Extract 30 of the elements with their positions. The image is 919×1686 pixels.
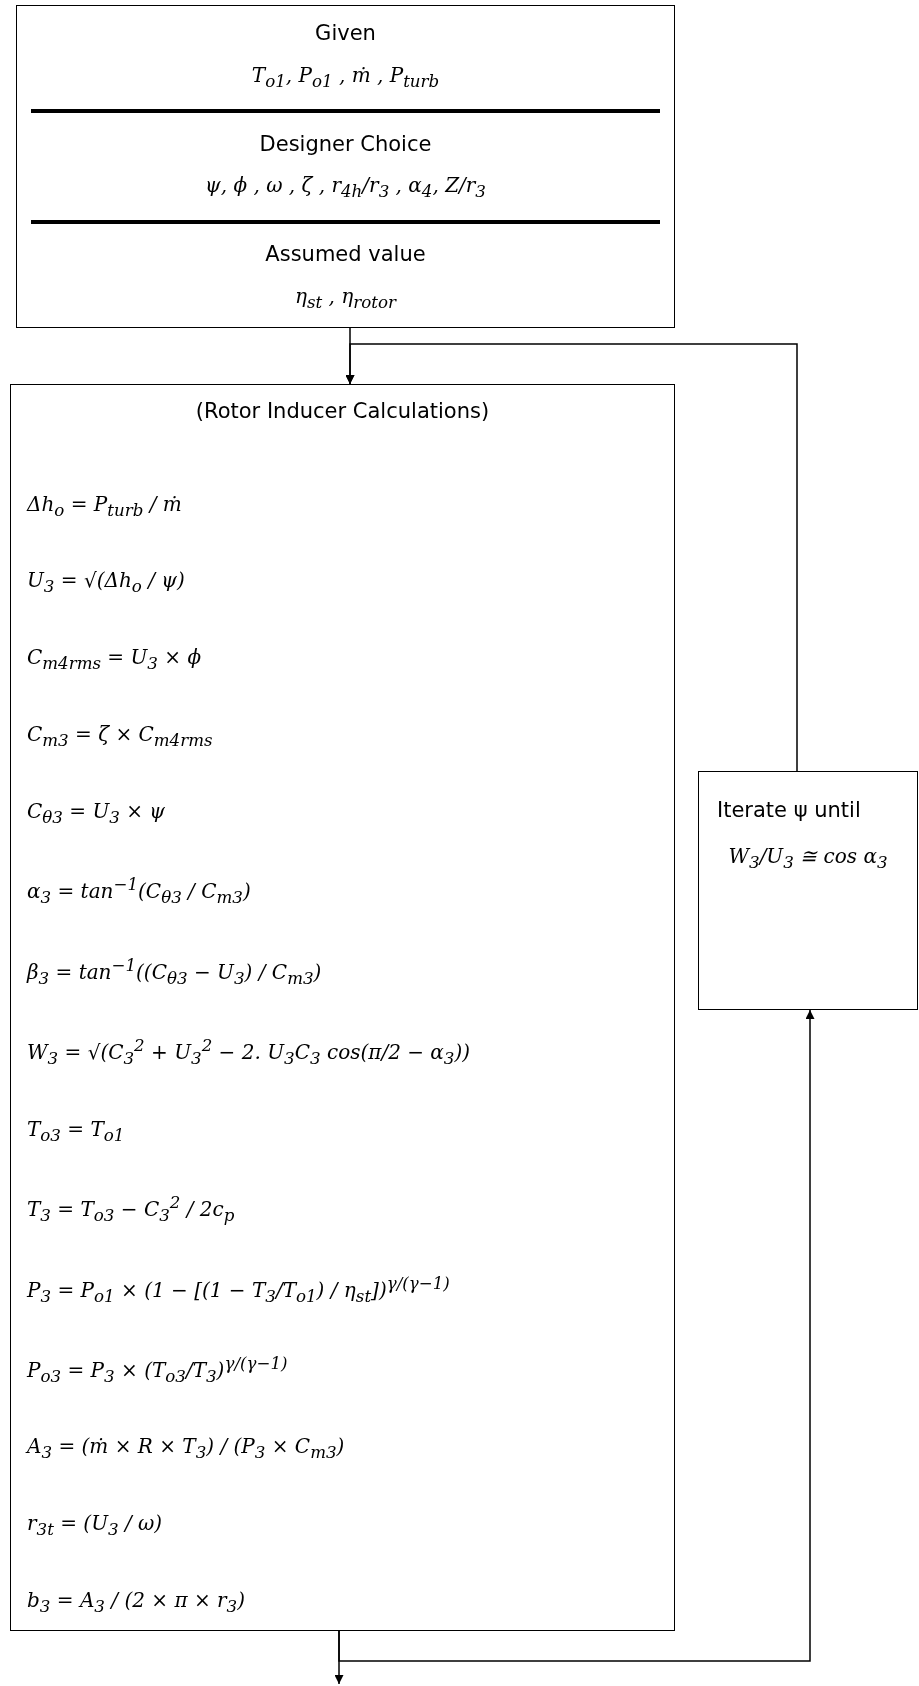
formula-text: C$_{m3}$ = ζ × C$_{m4rms}$ [27, 721, 214, 750]
formula-text: T$_{3}$ = T$_{o3}$ − C$_{3}$$^{2}$ / 2c$_{p}$ [27, 1193, 236, 1225]
process-box [16, 5, 675, 328]
formula-text: C$_{θ3}$ = U$_{3}$ × ψ [27, 798, 167, 827]
formula-text: P$_{3}$ = P$_{o1}$ × (1 − [(1 − T$_{3}$/T$_{o1}$) / η$_{st}$])$^{γ/(γ−1)}$ [27, 1273, 451, 1306]
formula-text: A$_{3}$ = (ṁ × R × T$_{3}$) / (P$_{3}$ × C$_{m3}$) [27, 1434, 346, 1463]
heading-text: Designer Choice [258, 131, 433, 156]
heading-text: (Rotor Inducer Calculations) [194, 399, 491, 423]
formula-text: ψ, ϕ , ω , ζ , r$_{4h}$/r$_{3}$ , α$_{4}$, Z/r$_{3}$ [204, 173, 487, 202]
arrow [334, 1630, 344, 1685]
arrow [345, 343, 798, 772]
formula-text: b$_{3}$ = A$_{3}$ / (2 × π × r$_{3}$) [27, 1587, 246, 1616]
formula-text: η$_{st}$ , η$_{rotor}$ [294, 283, 398, 312]
formula-text: P$_{o3}$ = P$_{3}$ × (T$_{o3}$/T$_{3}$)$^{γ/(γ−1)}$ [27, 1354, 289, 1386]
formula-text: Δh$_{o}$ = P$_{turb}$ / ṁ [27, 491, 183, 520]
formula-text: β$_{3}$ = tan$^{−1}$((C$_{θ3}$ − U$_{3}$) / C$_{m3}$) [27, 955, 323, 988]
formula-text: U$_{3}$ = √(Δh$_{o}$ / ψ) [27, 568, 186, 597]
formula-text: W$_{3}$/U$_{3}$ ≅ cos α$_{3}$ [727, 844, 889, 872]
heading-text: Iterate ψ until [717, 798, 862, 822]
formula-text: T$_{o1}$, P$_{o1}$ , ṁ , P$_{turb}$ [250, 62, 441, 91]
process-box [10, 384, 675, 1631]
heading-text: Given [314, 21, 377, 45]
arrow [338, 1009, 815, 1662]
formula-text: T$_{o3}$ = T$_{o1}$ [27, 1116, 126, 1145]
formula-text: α$_{3}$ = tan$^{−1}$(C$_{θ3}$ / C$_{m3}$) [27, 875, 252, 908]
formula-text: W$_{3}$ = √(C$_{3}$$^{2}$ + U$_{3}$$^{2}$ − 2. U$_{3}$C$_{3}$ cos(π/2 − α$_{3}$)) [27, 1036, 472, 1068]
formula-text: C$_{m4rms}$ = U$_{3}$ × ϕ [27, 645, 203, 674]
formula-text: r$_{3t}$ = (U$_{3}$ / ω) [27, 1511, 164, 1540]
process-box [698, 771, 918, 1010]
heading-text: Assumed value [264, 242, 427, 267]
